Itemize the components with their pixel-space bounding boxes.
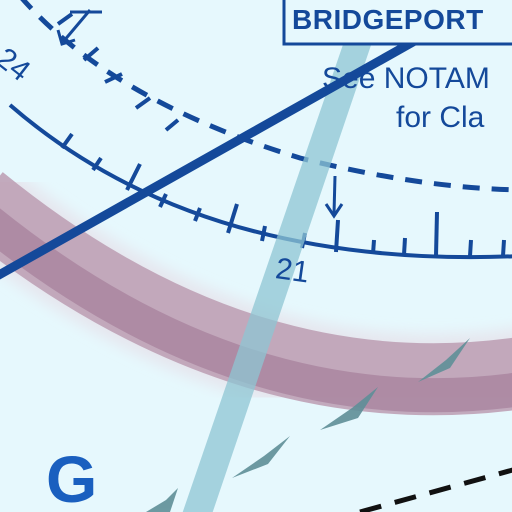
- notam-note-line2: for Cla: [396, 101, 485, 134]
- airport-name: BRIDGEPORT: [292, 4, 484, 35]
- victor-airway: [182, 0, 387, 512]
- isogonic-dashed-line: [359, 467, 512, 512]
- runway-heading-line: [0, 34, 423, 280]
- notam-note-line1: See NOTAM: [322, 62, 490, 95]
- arrowhead-icon: [146, 488, 178, 512]
- direction-arrowheads: [146, 338, 470, 512]
- compass-rose-ticks-upper: [56, 12, 180, 132]
- compass-label-24: 24: [0, 42, 36, 89]
- airport-label-box: BRIDGEPORT: [282, 0, 512, 46]
- compass-rose-arrow-icon: [56, 9, 344, 219]
- compass-rose-arc: [8, 103, 512, 260]
- airspace-class-letter: G: [46, 442, 97, 512]
- arrowhead-icon: [232, 436, 290, 478]
- class-d-airspace-dashed-boundary: [20, 0, 512, 193]
- compass-label-21: 21: [273, 252, 311, 289]
